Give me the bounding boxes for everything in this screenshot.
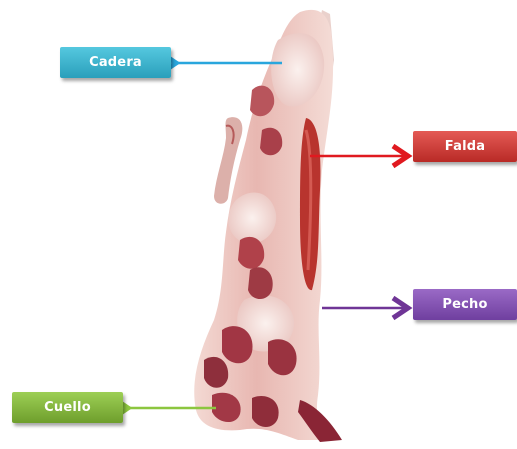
cuello-label-text: Cuello xyxy=(44,400,91,415)
cadera-label-text: Cadera xyxy=(89,55,142,70)
falda-label: Falda xyxy=(413,131,517,162)
falda-label-text: Falda xyxy=(445,139,485,154)
cadera-label: Cadera xyxy=(60,47,171,78)
cuello-label: Cuello xyxy=(12,392,123,423)
pecho-label-text: Pecho xyxy=(442,297,487,312)
pecho-label: Pecho xyxy=(413,289,517,320)
